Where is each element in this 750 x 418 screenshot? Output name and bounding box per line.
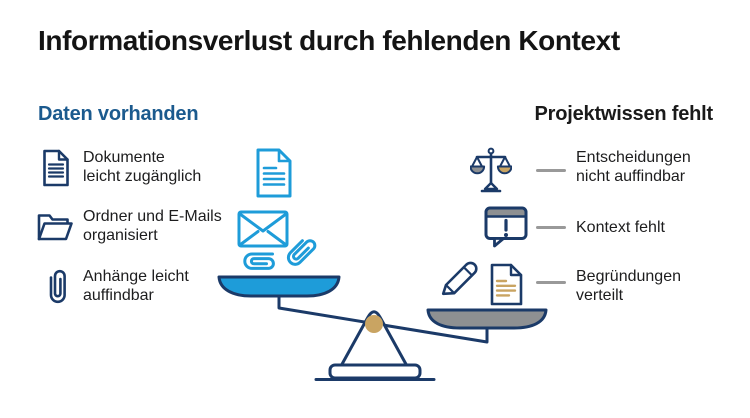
left-item-row	[44, 267, 66, 307]
right-item-label: Kontext fehlt	[576, 219, 665, 236]
left-item-label: Ordner und E-Mails organisiert	[83, 208, 222, 244]
scale-base	[328, 363, 422, 380]
left-heading: Daten vorhanden	[38, 103, 199, 125]
document-icon	[43, 149, 69, 187]
left-item-label: Anhänge leicht auffindbar	[83, 268, 189, 304]
connector-dash	[536, 169, 566, 172]
scale-right-pan	[426, 308, 548, 330]
speech-bubble-exclamation-icon	[484, 206, 528, 248]
connector-dash	[536, 281, 566, 284]
paperclip-icon	[281, 229, 321, 275]
right-item-label: Entscheidungen nicht auffindbar	[576, 149, 691, 185]
right-item-label: Begründungen verteilt	[576, 268, 681, 304]
right-item-row	[470, 147, 512, 193]
envelope-icon	[237, 210, 289, 248]
connector-dash	[536, 226, 566, 229]
folder-icon	[37, 214, 73, 241]
left-item-label: Dokumente leicht zugänglich	[83, 149, 202, 185]
pencil-icon	[439, 258, 479, 298]
balance-scale-illustration	[208, 268, 560, 386]
paperclip-icon	[239, 250, 283, 272]
right-heading: Projektwissen fehlt	[534, 103, 714, 125]
scale-pivot	[365, 315, 383, 333]
document-icon	[256, 148, 292, 198]
document-icon	[490, 263, 523, 306]
left-item-row	[42, 149, 70, 187]
page-title: Informationsverlust durch fehlenden Kont…	[38, 25, 620, 56]
balance-scale-icon	[470, 147, 512, 193]
left-item-row	[37, 212, 73, 242]
right-item-row	[484, 206, 528, 248]
paperclip-icon	[49, 269, 66, 304]
scale-left-pan	[217, 275, 341, 298]
